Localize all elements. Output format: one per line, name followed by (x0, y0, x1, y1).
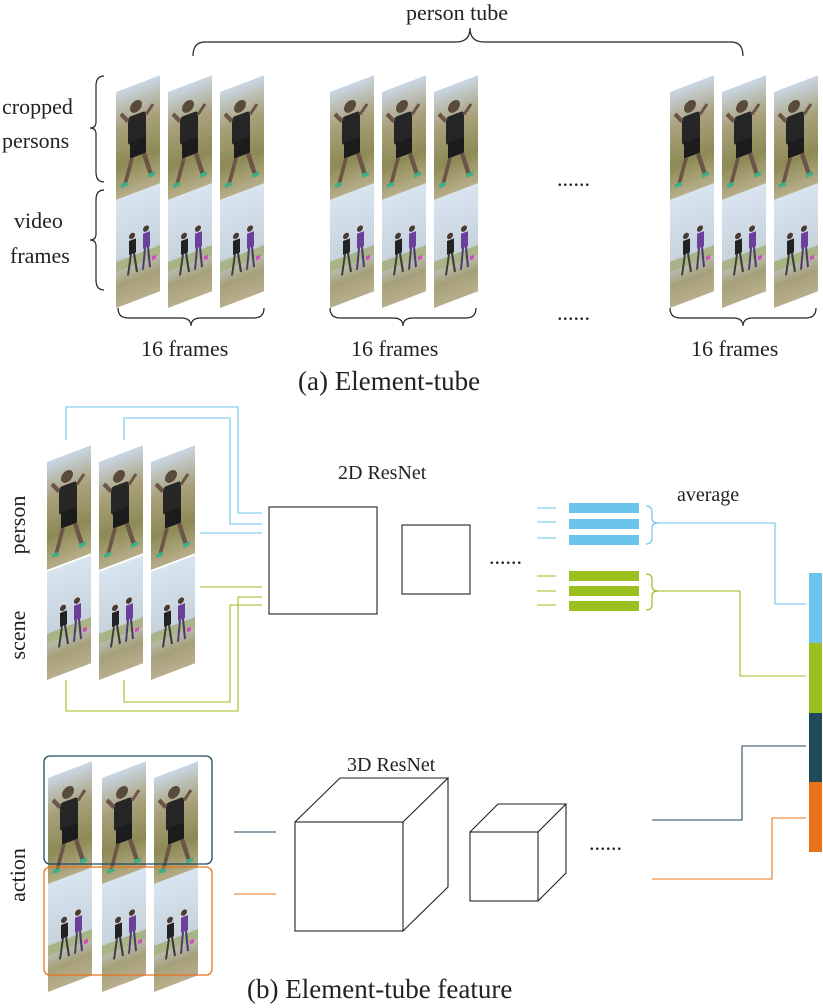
frames-brace-1 (117, 307, 265, 327)
resnet3d-cube-2 (469, 803, 568, 902)
caption-a: (a) Element-tube (298, 366, 481, 396)
person-routing-lines (65, 406, 262, 534)
frame-group-1-label: 16 frames (141, 336, 229, 361)
action-person-box (43, 755, 213, 865)
frame-group-2-label: 16 frames (351, 336, 439, 361)
video-frames-label-line1: video (14, 208, 63, 233)
action-person-to-feature-line (652, 745, 806, 821)
action-scene-box (43, 866, 213, 976)
frame-group-2 (330, 75, 478, 310)
video-frames-label-line2: frames (10, 243, 70, 268)
ellipsis-2d: ...... (489, 544, 522, 569)
ellipsis-groups: ...... (557, 300, 590, 325)
scene-feature-bars (569, 571, 639, 611)
action-frames (48, 761, 198, 994)
frames-brace-2 (329, 307, 477, 327)
person-average-brace (645, 505, 659, 545)
person-scene-frames (47, 445, 195, 682)
resnet3d-label: 3D ResNet (347, 754, 436, 776)
ellipsis-3d: ...... (589, 830, 622, 855)
scene-average-brace (645, 573, 659, 611)
frames-brace-3 (669, 307, 817, 327)
person-feature-arrows (537, 507, 556, 539)
row-label-action: action (5, 848, 30, 902)
caption-b: (b) Element-tube feature (247, 974, 513, 1004)
resnet2d-block-2 (401, 524, 471, 595)
scene-routing-lines (65, 586, 262, 712)
frame-group-3 (670, 75, 818, 310)
row-label-person: person (5, 495, 30, 555)
resnet2d-label: 2D ResNet (338, 462, 427, 484)
row-label-scene: scene (5, 610, 30, 660)
frame-group-3-label: 16 frames (691, 336, 779, 361)
frame-group-1 (116, 75, 264, 310)
person-to-feature-line (658, 522, 806, 605)
action-scene-to-feature-line (652, 817, 806, 880)
resnet2d-block-1 (268, 506, 378, 615)
person-feature-bars (569, 503, 639, 545)
person-tube-brace (192, 27, 744, 57)
scene-to-feature-line (658, 590, 806, 677)
scene-feature-arrows (537, 575, 556, 606)
person-tube-label: person tube (406, 0, 509, 25)
ellipsis-frames: ...... (557, 166, 590, 191)
cropped-persons-brace (89, 75, 105, 183)
concatenated-feature-vector (809, 573, 822, 852)
cropped-persons-label-line2: persons (2, 128, 70, 153)
average-label: average (677, 484, 740, 506)
cropped-persons-label-line1: cropped (2, 94, 73, 119)
resnet3d-cube-1 (294, 777, 450, 932)
video-frames-brace (89, 189, 105, 291)
